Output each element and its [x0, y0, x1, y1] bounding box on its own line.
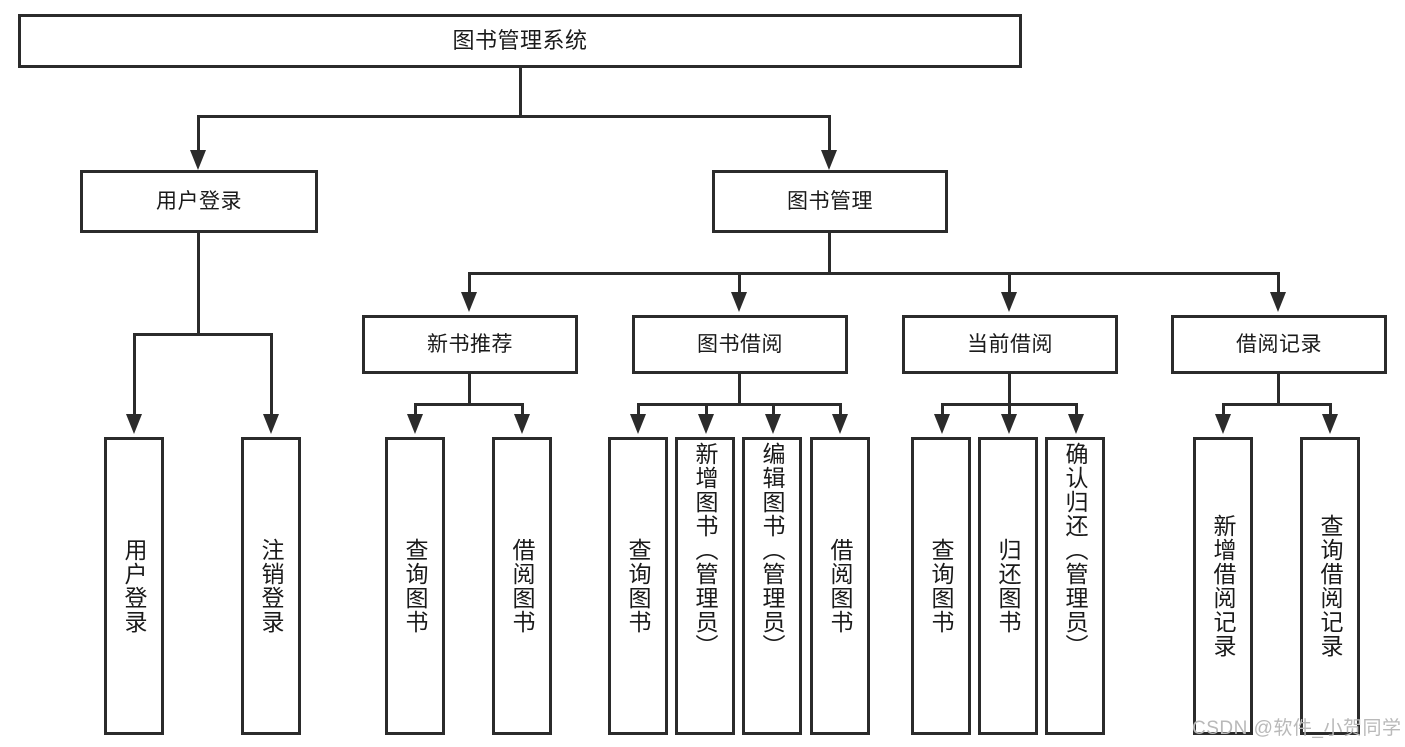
leaf-label: 查询图书: [928, 538, 955, 634]
connector-level3-bus: [468, 272, 1280, 275]
leaf-logout-login[interactable]: 注销登录: [241, 437, 301, 735]
leaf-label: 新增图书（管理员）: [692, 442, 719, 658]
node-label: 当前借阅: [967, 332, 1053, 356]
arrowhead-leaf-user-login: [126, 414, 142, 434]
csdn-watermark: CSDN @软件_小贺同学: [1192, 718, 1402, 739]
leaf-label: 查询借阅记录: [1317, 514, 1344, 658]
arrowhead-book-borrow: [731, 292, 747, 312]
leaf-label: 查询图书: [625, 538, 652, 634]
connector-drop-leaf-borrow-book-1: [521, 403, 524, 417]
node-user-login[interactable]: 用户登录: [80, 170, 318, 233]
leaf-label: 确认归还（管理员）: [1062, 442, 1089, 658]
connector-drop-leaf-query-book-3: [941, 403, 944, 417]
connector-borrow-record-bus: [1222, 403, 1332, 406]
arrowhead-leaf-borrow-book-2: [832, 414, 848, 434]
node-current-borrow[interactable]: 当前借阅: [902, 315, 1118, 374]
arrowhead-leaf-logout: [263, 414, 279, 434]
connector-level2-bus: [197, 115, 831, 118]
leaf-new-book-query-book[interactable]: 查询图书: [385, 437, 445, 735]
arrowhead-current-borrow: [1001, 292, 1017, 312]
arrowhead-leaf-query-book-3: [934, 414, 950, 434]
connector-borrow-record-stem: [1277, 374, 1280, 405]
leaf-label: 注销登录: [258, 538, 285, 634]
connector-drop-leaf-user-login: [133, 333, 136, 417]
leaf-current-borrow-confirm-return-admin[interactable]: 确认归还（管理员）: [1045, 437, 1105, 735]
arrowhead-user-login: [190, 150, 206, 170]
leaf-label: 编辑图书（管理员）: [759, 442, 786, 658]
node-new-book-recommend[interactable]: 新书推荐: [362, 315, 578, 374]
arrowhead-book-management: [821, 150, 837, 170]
connector-drop-leaf-return-book: [1008, 403, 1011, 417]
connector-book-management-stem: [828, 233, 831, 274]
connector-drop-leaf-borrow-book-2: [839, 403, 842, 417]
connector-book-borrow-bus: [637, 403, 841, 406]
leaf-book-borrow-borrow-book[interactable]: 借阅图书: [810, 437, 870, 735]
leaf-label: 用户登录: [121, 538, 148, 634]
leaf-current-borrow-query-book[interactable]: 查询图书: [911, 437, 971, 735]
connector-drop-current-borrow: [1008, 272, 1011, 296]
connector-drop-book-management: [828, 115, 831, 153]
connector-drop-book-borrow: [738, 272, 741, 296]
arrowhead-new-book: [461, 292, 477, 312]
connector-drop-leaf-query-record: [1329, 403, 1332, 417]
node-label: 图书管理: [787, 189, 873, 213]
arrowhead-borrow-record: [1270, 292, 1286, 312]
arrowhead-leaf-query-book-1: [407, 414, 423, 434]
arrowhead-leaf-query-book-2: [630, 414, 646, 434]
node-label: 图书借阅: [697, 332, 783, 356]
arrowhead-leaf-add-book: [698, 414, 714, 434]
arrowhead-leaf-add-record: [1215, 414, 1231, 434]
connector-drop-borrow-record: [1277, 272, 1280, 296]
leaf-label: 新增借阅记录: [1210, 514, 1237, 658]
connector-drop-leaf-add-record: [1222, 403, 1225, 417]
leaf-label: 借阅图书: [509, 538, 536, 634]
connector-new-book-bus: [414, 403, 524, 406]
leaf-borrow-record-add-record[interactable]: 新增借阅记录: [1193, 437, 1253, 735]
node-label: 新书推荐: [427, 332, 513, 356]
leaf-current-borrow-return-book[interactable]: 归还图书: [978, 437, 1038, 735]
connector-user-login-stem: [197, 233, 200, 335]
connector-drop-user-login: [197, 115, 200, 153]
node-borrow-record[interactable]: 借阅记录: [1171, 315, 1387, 374]
arrowhead-leaf-confirm-return: [1068, 414, 1084, 434]
leaf-new-book-borrow-book[interactable]: 借阅图书: [492, 437, 552, 735]
connector-drop-leaf-logout: [270, 333, 273, 417]
node-label: 图书管理系统: [452, 27, 588, 53]
leaf-book-borrow-edit-book-admin[interactable]: 编辑图书（管理员）: [742, 437, 802, 735]
connector-drop-leaf-edit-book: [772, 403, 775, 417]
node-label: 借阅记录: [1236, 332, 1322, 356]
leaf-label: 借阅图书: [827, 538, 854, 634]
connector-root-stem: [519, 68, 522, 115]
arrowhead-leaf-edit-book: [765, 414, 781, 434]
node-book-management[interactable]: 图书管理: [712, 170, 948, 233]
leaf-user-login[interactable]: 用户登录: [104, 437, 164, 735]
connector-new-book-stem: [468, 374, 471, 405]
arrowhead-leaf-borrow-book-1: [514, 414, 530, 434]
connector-drop-leaf-add-book: [705, 403, 708, 417]
leaf-borrow-record-query-record[interactable]: 查询借阅记录: [1300, 437, 1360, 735]
connector-current-borrow-stem: [1008, 374, 1011, 405]
connector-drop-leaf-confirm-return: [1075, 403, 1078, 417]
connector-drop-leaf-query-book-2: [637, 403, 640, 417]
connector-book-borrow-stem: [738, 374, 741, 405]
node-label: 用户登录: [156, 189, 242, 213]
connector-user-login-bus: [133, 333, 273, 336]
arrowhead-leaf-query-record: [1322, 414, 1338, 434]
node-book-borrow[interactable]: 图书借阅: [632, 315, 848, 374]
node-root-book-management-system[interactable]: 图书管理系统: [18, 14, 1022, 68]
leaf-book-borrow-query-book[interactable]: 查询图书: [608, 437, 668, 735]
leaf-label: 归还图书: [995, 538, 1022, 634]
arrowhead-leaf-return-book: [1001, 414, 1017, 434]
leaf-book-borrow-add-book-admin[interactable]: 新增图书（管理员）: [675, 437, 735, 735]
connector-drop-leaf-query-book-1: [414, 403, 417, 417]
connector-drop-new-book: [468, 272, 471, 296]
leaf-label: 查询图书: [402, 538, 429, 634]
